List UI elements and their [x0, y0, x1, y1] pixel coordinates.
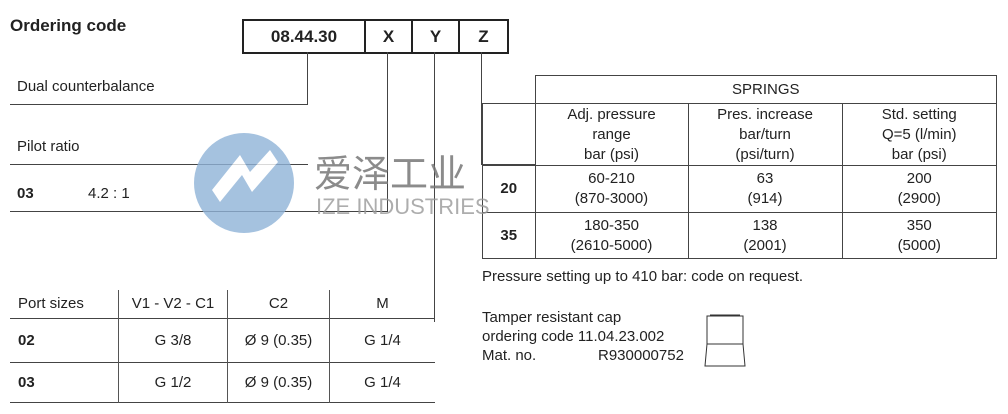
- port-header: M: [329, 290, 435, 318]
- code-base: 08.44.30: [244, 21, 366, 52]
- port-cell: G 1/4: [329, 362, 435, 402]
- port-row: 03 G 1/2 Ø 9 (0.35) G 1/4: [10, 362, 435, 402]
- spring-cell: 180-350 (2610-5000): [534, 212, 689, 259]
- cap-line2: ordering code 11.04.23.002: [482, 328, 665, 345]
- connector-line: [434, 52, 435, 322]
- empty-cell: [482, 103, 536, 166]
- pilot-code: 03: [17, 185, 34, 202]
- springs-note: Pressure setting up to 410 bar: code on …: [482, 268, 804, 285]
- divider: [10, 211, 388, 212]
- cap-mat-label: Mat. no.: [482, 347, 537, 364]
- connector-line: [387, 52, 388, 211]
- divider: [10, 164, 308, 165]
- port-cell: G 1/4: [329, 318, 435, 362]
- springs-table: SPRINGS Adj. pressure range bar (psi) Pr…: [482, 75, 997, 259]
- code-y: Y: [413, 21, 460, 52]
- spring-cell: 60-210 (870-3000): [534, 165, 689, 213]
- pilot-value: 4.2 : 1: [88, 185, 130, 202]
- spring-code: 35: [482, 212, 536, 259]
- connector-line: [481, 52, 482, 165]
- code-z: Z: [478, 26, 489, 46]
- pilot-ratio-label: Pilot ratio: [17, 138, 80, 155]
- port-row: 02 G 3/8 Ø 9 (0.35) G 1/4: [10, 318, 435, 362]
- port-cell: G 3/8: [118, 318, 228, 362]
- watermark-logo-icon: [194, 133, 294, 233]
- port-cell: Ø 9 (0.35): [227, 362, 330, 402]
- springs-row: 20 60-210 (870-3000) 63 (914) 200 (2900): [482, 165, 997, 213]
- spring-code: 20: [482, 165, 536, 213]
- spring-cell: 63 (914): [687, 165, 843, 213]
- springs-header: Pres. increase bar/turn (psi/turn): [687, 103, 843, 166]
- code-x: X: [366, 21, 413, 52]
- watermark-en: IZE INDUSTRIES: [316, 194, 490, 219]
- springs-header: Std. setting Q=5 (l/min) bar (psi): [841, 103, 997, 166]
- connector-line: [307, 52, 308, 104]
- port-header: V1 - V2 - C1: [118, 290, 228, 318]
- port-code: 02: [18, 331, 35, 349]
- spring-cell: 200 (2900): [841, 165, 997, 213]
- port-sizes-table: Port sizes V1 - V2 - C1 C2 M 02 G 3/8 Ø …: [10, 290, 435, 403]
- port-header: Port sizes: [18, 295, 84, 313]
- cap-line1: Tamper resistant cap: [482, 309, 622, 326]
- port-cell: Ø 9 (0.35): [227, 318, 330, 362]
- spring-cell: 138 (2001): [687, 212, 843, 259]
- cap-mat-value: R930000752: [598, 347, 684, 364]
- springs-row: 35 180-350 (2610-5000) 138 (2001) 350 (5…: [482, 212, 997, 259]
- empty-cell: [482, 75, 536, 104]
- springs-title: SPRINGS: [534, 75, 997, 104]
- springs-header: Adj. pressure range bar (psi): [534, 103, 689, 166]
- port-header: C2: [227, 290, 330, 318]
- port-cell: G 1/2: [118, 362, 228, 402]
- function-label: Dual counterbalance: [17, 78, 155, 95]
- watermark-cn: 爱泽工业: [314, 154, 467, 196]
- tamper-cap-drawing: [704, 314, 746, 367]
- port-code: 03: [18, 373, 35, 391]
- page-title: Ordering code: [10, 16, 127, 35]
- spring-cell: 350 (5000): [841, 212, 997, 259]
- ordering-code-box: 08.44.30 X Y Z: [242, 19, 509, 54]
- divider: [10, 104, 308, 105]
